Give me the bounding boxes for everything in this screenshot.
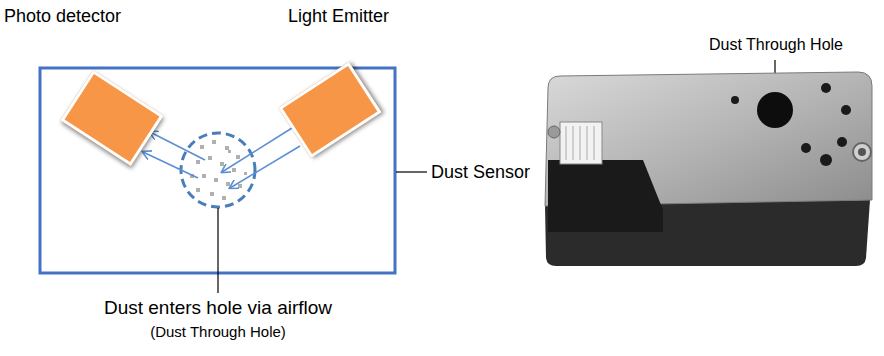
callout-label: Dust Through Hole (709, 36, 843, 54)
dust-particles (190, 140, 247, 200)
light-rays (143, 128, 300, 188)
leader-line (217, 208, 218, 293)
callout-label: Dust enters hole via airflow (104, 297, 332, 319)
component-name: Photo detector (4, 6, 204, 27)
component-block: Light Emitter (288, 6, 488, 176)
callout-label: Dust Sensor (431, 162, 530, 183)
optical-component (278, 62, 381, 158)
dust-hole (181, 133, 255, 207)
callout-label: (Dust Through Hole) (150, 323, 286, 340)
sensor-photo (545, 72, 872, 266)
leader-line (396, 171, 427, 172)
component-name: Light Emitter (288, 6, 488, 27)
optical-component (60, 70, 163, 166)
component-block: Photo detector (4, 6, 204, 176)
